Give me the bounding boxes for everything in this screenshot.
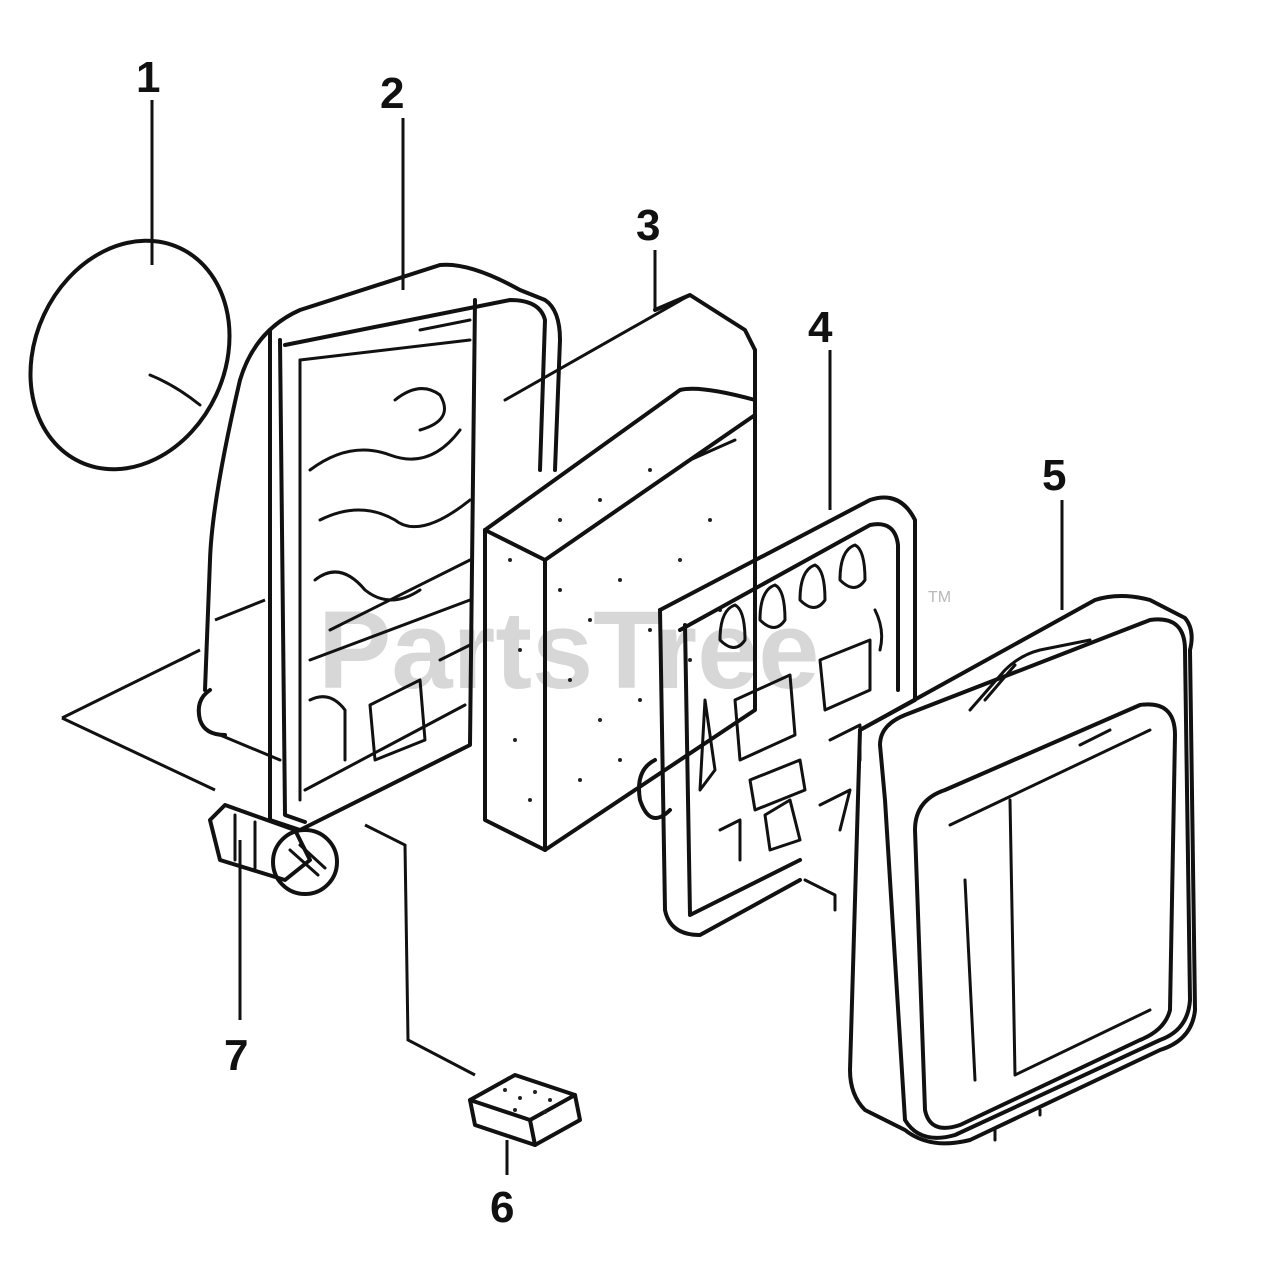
- part-label-5: 5: [1042, 451, 1066, 500]
- watermark-tm: TM: [928, 589, 951, 606]
- part-6-pad: [468, 1073, 582, 1147]
- part-label-3: 3: [636, 201, 660, 250]
- part-4-element-holder: [637, 495, 917, 937]
- assembly-lines: [61, 598, 476, 1077]
- part-2-base: [196, 262, 562, 832]
- part-1-gasket: [28, 238, 232, 472]
- watermark: PartsTree TM: [318, 589, 951, 712]
- part-label-2: 2: [380, 69, 404, 118]
- part-7-bolt: [208, 803, 339, 896]
- part-label-6: 6: [490, 1183, 514, 1232]
- foam-texture: [508, 468, 722, 802]
- part-labels: 1 2 3 4 5 6 7: [136, 53, 1066, 1232]
- part-label-4: 4: [808, 303, 833, 352]
- watermark-text: PartsTree: [318, 589, 819, 712]
- leader-lines: [150, 100, 1064, 1175]
- part-label-7: 7: [224, 1031, 248, 1080]
- part-5-cover: [848, 594, 1197, 1146]
- part-label-1: 1: [136, 53, 160, 102]
